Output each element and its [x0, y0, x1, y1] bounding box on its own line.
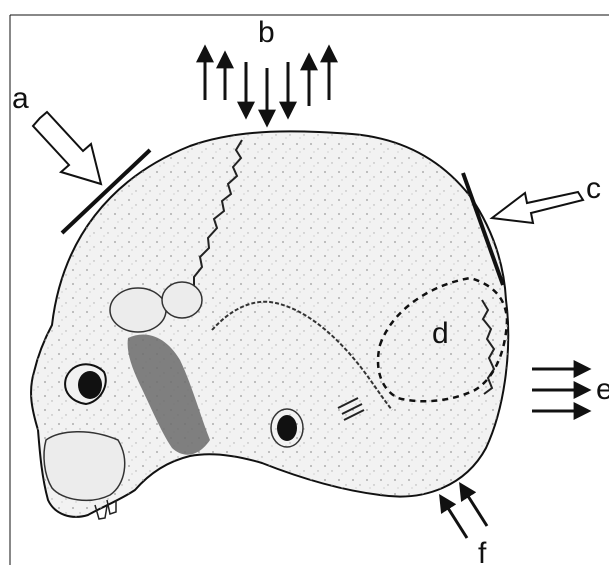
sphenoid-bone-1	[110, 288, 166, 332]
label-b: b	[258, 16, 275, 49]
annotation-b	[205, 48, 329, 124]
label-c: c	[586, 172, 601, 205]
label-e: e	[596, 373, 609, 406]
annotation-e	[532, 369, 588, 411]
label-f: f	[478, 537, 487, 565]
arrow-f-2	[461, 485, 487, 526]
hollow-arrow-a	[33, 112, 101, 184]
orbit-shadow	[78, 371, 102, 399]
sphenoid-bone-2	[162, 282, 202, 318]
arrow-f-1	[441, 497, 467, 538]
annotation-f	[441, 485, 487, 538]
hollow-arrow-c	[492, 192, 583, 223]
label-a: a	[12, 82, 29, 115]
maxilla	[44, 432, 125, 501]
ear-canal	[277, 415, 297, 441]
label-d: d	[432, 317, 449, 350]
